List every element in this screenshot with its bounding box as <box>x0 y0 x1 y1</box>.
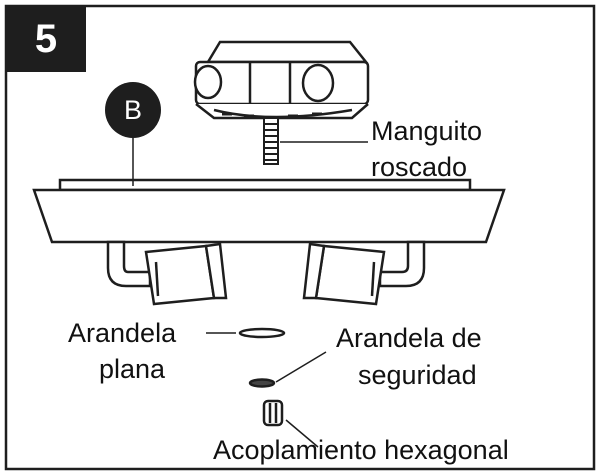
hex-coupling-label: Acoplamiento hexagonal <box>213 435 509 465</box>
hex-coupling-leader <box>285 419 319 448</box>
hex-coupling <box>262 399 284 427</box>
lock-washer-leader <box>275 351 327 383</box>
frame-border <box>4 4 596 471</box>
canopy-plate <box>32 178 506 244</box>
threaded-nipple <box>263 117 279 165</box>
right-lamp <box>302 240 426 306</box>
threaded-nipple-label-line1: Manguito <box>371 116 483 146</box>
step-number: 5 <box>6 6 86 72</box>
lock-washer-label-line2: seguridad <box>358 360 477 390</box>
lock-washer <box>248 378 276 388</box>
part-badge: B <box>105 82 161 138</box>
junction-box <box>193 40 370 120</box>
threaded-nipple-label-line2: roscado <box>371 152 468 182</box>
left-lamp <box>106 240 228 306</box>
lock-washer-label-line1: Arandela de <box>336 323 482 353</box>
flat-washer <box>238 327 286 339</box>
flat-washer-label-line1: Arandela <box>68 318 177 348</box>
flat-washer-label-line2: plana <box>99 354 166 384</box>
